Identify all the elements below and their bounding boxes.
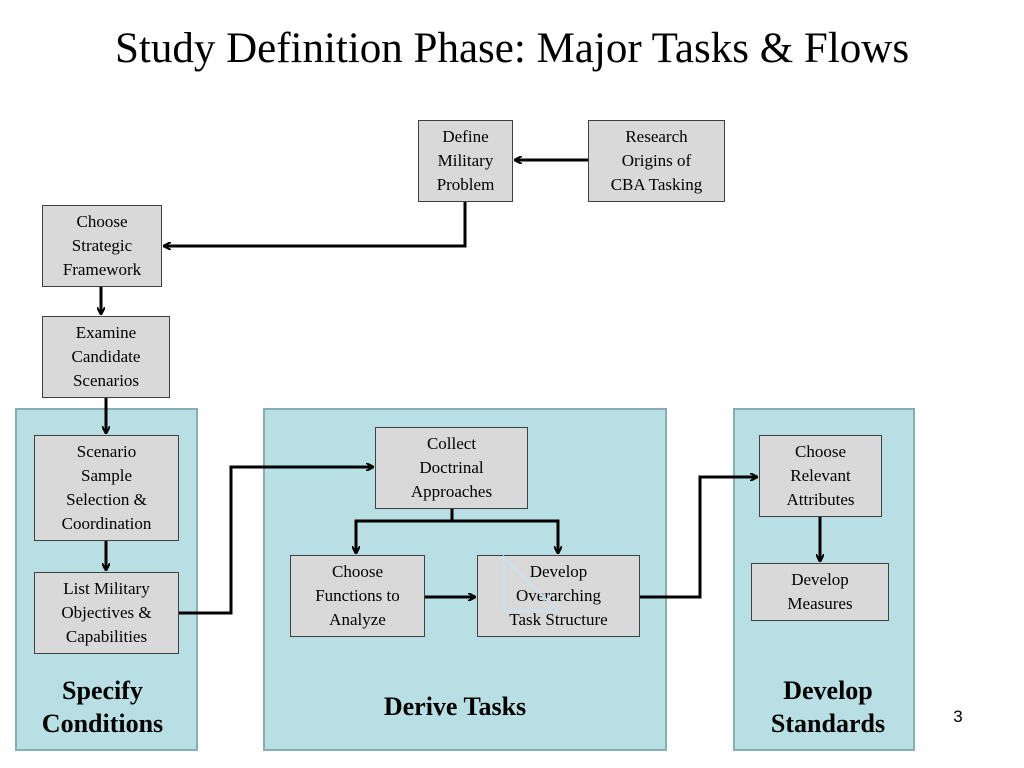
list-military-objectives-box: List Military Objectives & Capabilities xyxy=(34,572,179,654)
arrow-develop-to-attributes xyxy=(640,477,757,599)
research-origins-label: Research Origins of CBA Tasking xyxy=(610,127,703,194)
arrow-list-to-collect xyxy=(179,467,373,615)
scenario-sample-selection-label: Scenario Sample Selection & Coordination xyxy=(61,442,152,533)
arrow-collect-to-develop xyxy=(452,519,558,553)
choose-relevant-attributes-label: Choose Relevant Attributes xyxy=(786,442,855,509)
collect-doctrinal-approaches-label: Collect Doctrinal Approaches xyxy=(410,434,493,501)
specify-conditions-label: Specify Conditions xyxy=(41,676,164,738)
research-origins-box: Research Origins of CBA Tasking xyxy=(588,120,725,202)
develop-standards-label: Develop Standards xyxy=(770,676,886,738)
define-military-problem-box: Define Military Problem xyxy=(418,120,513,202)
develop-measures-box: Develop Measures xyxy=(751,563,889,621)
page-title: Study Definition Phase: Major Tasks & Fl… xyxy=(114,25,910,72)
scenario-sample-selection-box: Scenario Sample Selection & Coordination xyxy=(34,435,179,541)
choose-strategic-framework-box: Choose Strategic Framework xyxy=(42,205,162,287)
watermark-triangle-icon xyxy=(503,555,561,612)
arrow-collect-to-choose xyxy=(356,509,454,553)
choose-strategic-framework-label: Choose Strategic Framework xyxy=(62,212,142,279)
choose-relevant-attributes-box: Choose Relevant Attributes xyxy=(759,435,882,517)
examine-candidate-scenarios-box: Examine Candidate Scenarios xyxy=(42,316,170,398)
develop-measures-label: Develop Measures xyxy=(787,570,853,613)
arrow-define-to-framework xyxy=(164,202,467,246)
define-military-problem-label: Define Military Problem xyxy=(436,127,495,194)
examine-candidate-scenarios-label: Examine Candidate Scenarios xyxy=(71,323,141,390)
list-military-objectives-label: List Military Objectives & Capabilities xyxy=(61,579,152,646)
choose-functions-label: Choose Functions to Analyze xyxy=(315,562,400,629)
collect-doctrinal-approaches-box: Collect Doctrinal Approaches xyxy=(375,427,528,509)
derive-tasks-label: Derive Tasks xyxy=(383,692,527,721)
page-number: 3 xyxy=(953,707,963,726)
choose-functions-box: Choose Functions to Analyze xyxy=(290,555,425,637)
